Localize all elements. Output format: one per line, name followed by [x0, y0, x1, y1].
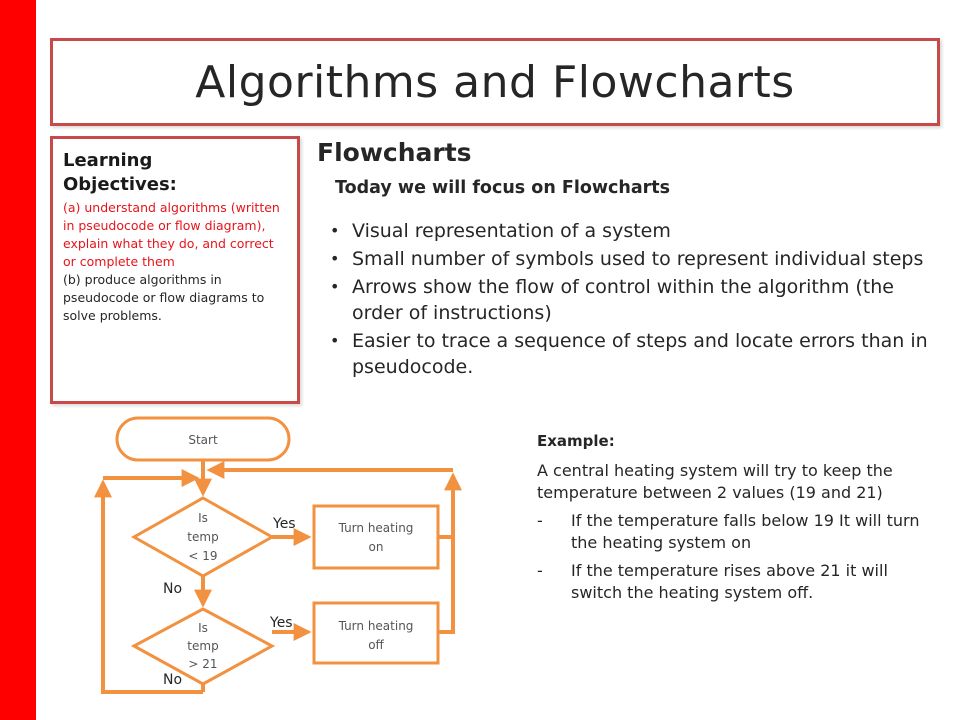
example-item: - If the temperature rises above 21 it w… — [537, 560, 932, 604]
example-item-text: If the temperature rises above 21 it wil… — [571, 561, 888, 602]
process2-line: Turn heating — [338, 619, 414, 633]
page-title: Algorithms and Flowcharts — [195, 56, 795, 108]
process-heating-on — [312, 504, 440, 570]
bullet-item: Visual representation of a system — [330, 218, 930, 244]
process1-line: Turn heating — [338, 521, 414, 535]
decision2-line: > 21 — [188, 657, 217, 671]
learning-objectives-heading: Learning Objectives: — [63, 150, 177, 195]
dash-marker: - — [537, 511, 543, 530]
example-item: - If the temperature falls below 19 It w… — [537, 510, 932, 554]
start-label: Start — [188, 433, 218, 447]
decision2-line: temp — [187, 639, 218, 653]
dash-marker: - — [537, 561, 543, 580]
example-intro: A central heating system will try to kee… — [537, 461, 893, 502]
bullet-item: Arrows show the flow of control within t… — [330, 274, 930, 326]
flowchart-bullet-list: Visual representation of a system Small … — [330, 218, 930, 382]
flowcharts-subheading: Today we will focus on Flowcharts — [335, 178, 671, 198]
return-loop-right — [438, 480, 455, 634]
decision2-line: Is — [198, 621, 208, 635]
no-label: No — [163, 672, 182, 688]
example-section: Example: A central heating system will t… — [537, 432, 932, 610]
decision1-line: Is — [198, 511, 208, 525]
return-loop-right — [438, 472, 462, 539]
decision1-line: temp — [187, 530, 218, 544]
no-label: No — [163, 581, 182, 597]
process-heating-off — [312, 601, 440, 665]
process2-line: off — [368, 638, 384, 652]
title-box: Algorithms and Flowcharts — [50, 38, 940, 126]
example-item-text: If the temperature falls below 19 It wil… — [571, 511, 920, 552]
left-accent-bar — [0, 0, 36, 720]
process1-line: on — [369, 540, 384, 554]
return-loop-left — [94, 479, 203, 694]
objective-a: (a) understand algorithms (written in ps… — [63, 200, 280, 269]
bullet-item: Easier to trace a sequence of steps and … — [330, 328, 930, 380]
yes-label: Yes — [272, 516, 296, 532]
yes-label: Yes — [269, 615, 293, 631]
objective-b: (b) produce algorithms in pseudocode or … — [63, 272, 265, 323]
decision1-line: < 19 — [188, 549, 217, 563]
bullet-item: Small number of symbols used to represen… — [330, 246, 930, 272]
flowcharts-heading: Flowcharts — [317, 138, 472, 167]
example-heading: Example: — [537, 432, 615, 450]
learning-objectives-box: Learning Objectives: (a) understand algo… — [50, 136, 300, 404]
